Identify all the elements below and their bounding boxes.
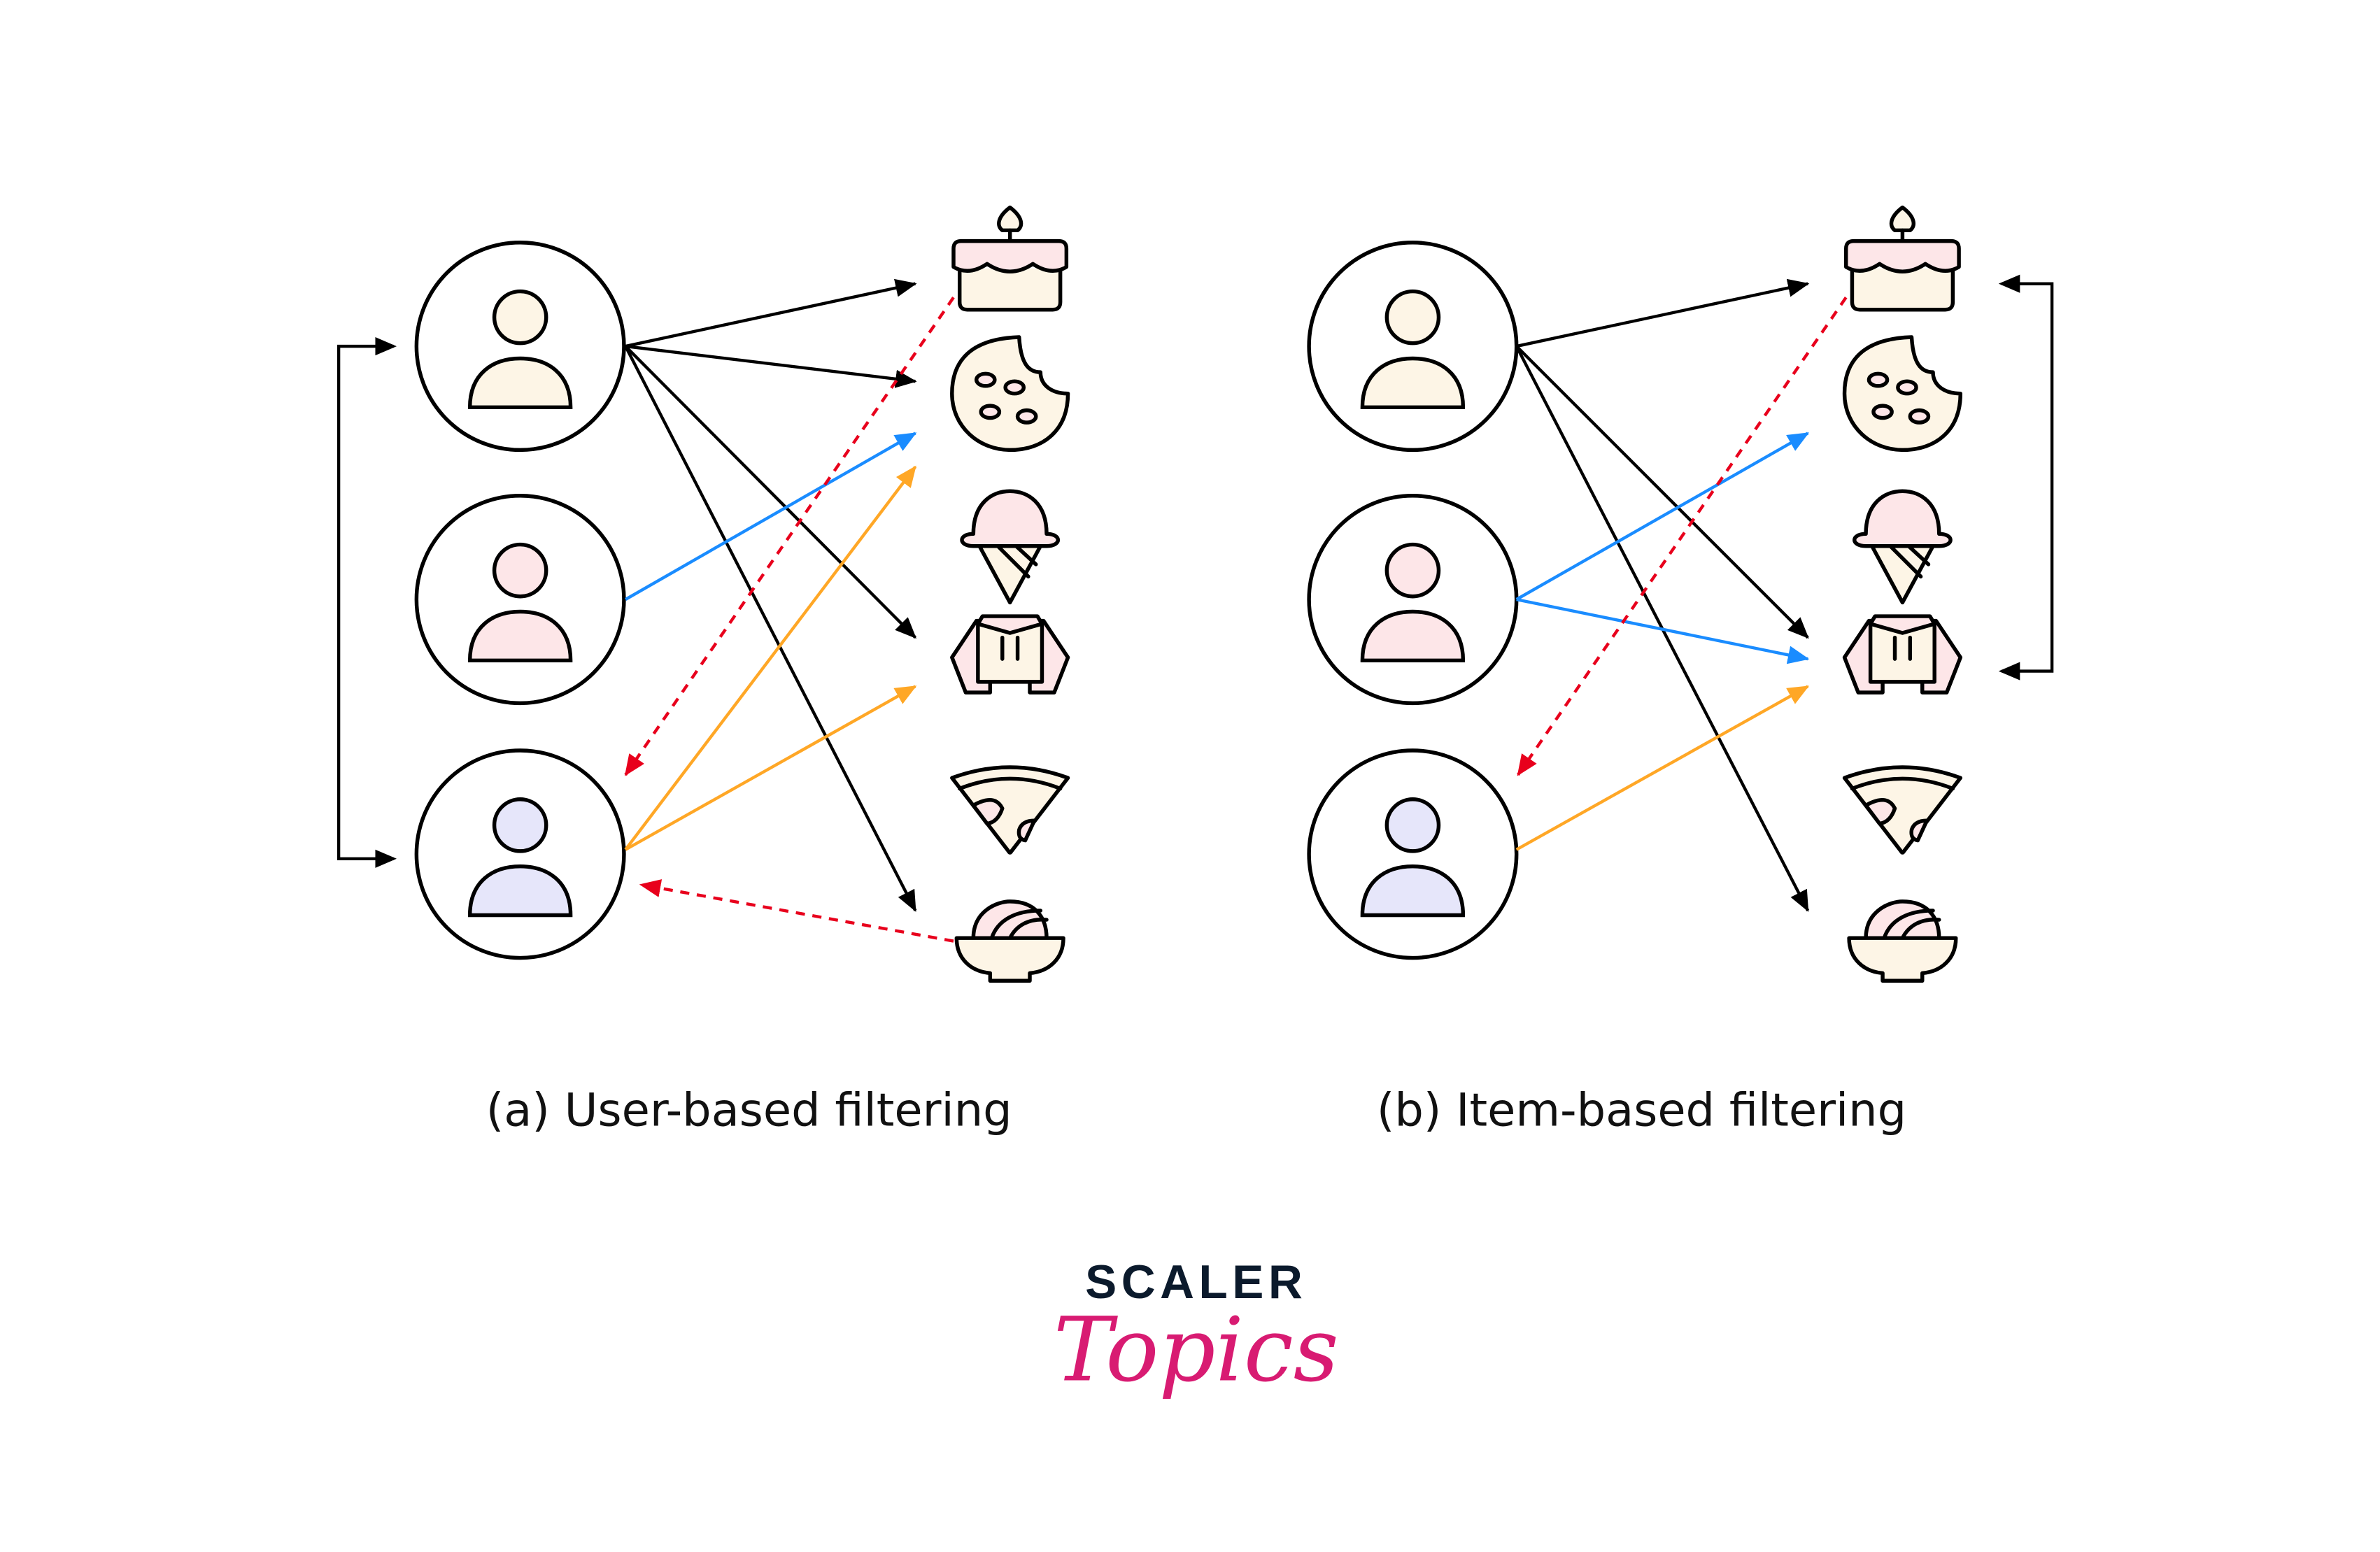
blue-arrow [625, 432, 917, 601]
red-dashed-recommendation-arrow [1517, 297, 1848, 776]
cake-icon [1846, 208, 1959, 310]
orange-arrow [625, 685, 917, 851]
noodle-bowl-icon [956, 902, 1063, 981]
caption-user-based: (a) User-based filtering [486, 1083, 1012, 1137]
cookie-icon [952, 337, 1068, 450]
blue-arrow [1516, 597, 1810, 664]
orange-arrow [1515, 685, 1810, 851]
orange-arrow [624, 465, 917, 851]
user-similarity-bracket [337, 344, 394, 860]
black-arrow [625, 278, 917, 348]
hoodie-icon [1845, 616, 1961, 692]
pizza-icon [1845, 767, 1961, 853]
user-based-panel [337, 208, 1068, 981]
bracket-arrowheads [375, 336, 397, 868]
hoodie-icon [952, 616, 1068, 692]
user-3-icon [414, 748, 626, 960]
user-1-icon [414, 241, 626, 453]
red-dashed-recommendation-arrow [624, 297, 955, 776]
black-arrow [1516, 278, 1810, 348]
bracket-arrowheads [1998, 274, 2020, 681]
user-1-icon [1307, 241, 1519, 453]
black-arrow [624, 345, 917, 639]
noodle-bowl-icon [1849, 902, 1956, 981]
user-2-icon [1307, 494, 1519, 706]
logo-topics: Topics [1054, 1299, 1339, 1402]
ice-cream-icon [962, 491, 1058, 602]
red-dashed-recommendation-arrow [639, 879, 954, 943]
caption-item-based: (b) Item-based filtering [1377, 1083, 1906, 1137]
item-similarity-bracket [2002, 282, 2054, 673]
ice-cream-icon [1855, 491, 1950, 602]
logo-scaler: SCALER [1085, 1256, 1307, 1309]
user-3-icon [1307, 748, 1519, 960]
cake-icon [954, 208, 1066, 310]
cookie-icon [1845, 337, 1961, 450]
item-based-panel [1307, 208, 2054, 981]
pizza-icon [952, 767, 1068, 853]
user-2-icon [414, 494, 626, 706]
scaler-topics-logo: SCALER Topics [1054, 1256, 1339, 1402]
black-arrow [625, 344, 917, 388]
blue-arrow [1515, 432, 1810, 601]
black-arrow [624, 346, 917, 912]
black-arrow [1515, 345, 1809, 639]
